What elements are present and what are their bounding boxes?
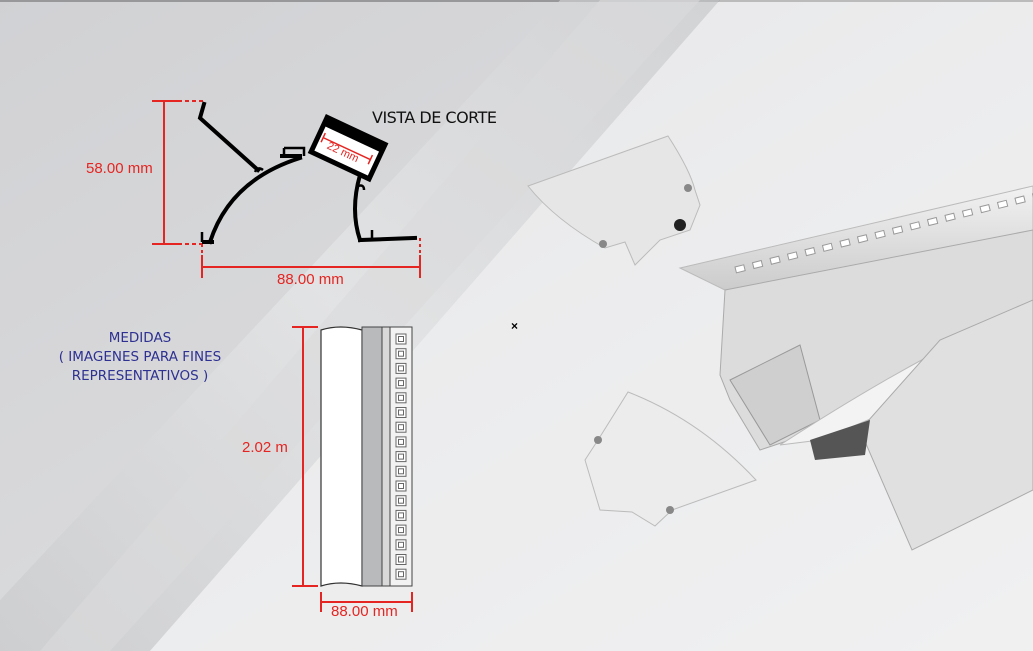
led-chip-core xyxy=(398,438,404,445)
note-line-1: MEDIDAS xyxy=(108,330,172,346)
led-chip-core xyxy=(398,453,404,460)
front-width-dimension-label: 88.00 mm xyxy=(331,603,398,620)
led-slot xyxy=(961,208,974,218)
profile-section xyxy=(197,101,418,245)
end-cap-bottom xyxy=(584,391,757,527)
measurements-note: MEDIDAS ( IMAGENES PARA FINES REPRESENTA… xyxy=(40,329,240,386)
led-slot xyxy=(891,225,904,235)
height-dimension-label: 58.00 mm xyxy=(86,160,153,177)
width-dimension-line xyxy=(201,238,421,278)
led-chip-core xyxy=(398,336,404,342)
led-chip-core xyxy=(398,571,404,578)
width-dimension-label: 88.00 mm xyxy=(277,271,344,288)
profile-front-body xyxy=(320,326,413,587)
led-slot xyxy=(979,204,991,214)
led-slot xyxy=(821,242,834,252)
led-chip-core xyxy=(398,541,404,548)
led-chip-core xyxy=(398,394,404,401)
led-slots-render xyxy=(734,191,1033,274)
profile-clips xyxy=(200,146,374,242)
led-chip-core xyxy=(398,468,404,475)
led-slot xyxy=(786,251,799,261)
led-slot xyxy=(856,234,869,244)
led-chip-core xyxy=(398,409,404,416)
led-slot xyxy=(909,221,921,231)
note-line-2: ( IMAGENES PARA FINES xyxy=(58,349,222,365)
led-slot xyxy=(926,216,939,227)
led-chip-core xyxy=(398,380,404,387)
height-dimension-line xyxy=(152,100,205,245)
led-chip-core xyxy=(398,556,404,563)
led-chip-core xyxy=(398,497,404,504)
led-slot xyxy=(839,238,851,248)
led-slot xyxy=(874,229,886,240)
led-chip-core xyxy=(398,424,404,431)
end-cap-top xyxy=(527,135,701,266)
led-strip-front xyxy=(395,333,407,580)
close-icon[interactable]: × xyxy=(511,319,519,333)
led-slot xyxy=(944,212,956,222)
led-chip-core xyxy=(398,365,404,372)
section-view-title: VISTA DE CORTE xyxy=(372,108,497,127)
led-chip-core xyxy=(398,512,404,519)
length-dimension-line xyxy=(292,326,318,587)
front-width-dimension-line xyxy=(320,592,413,612)
led-slot xyxy=(769,255,781,265)
led-slot xyxy=(996,199,1009,209)
diffuser-housing xyxy=(307,114,389,183)
led-slot xyxy=(804,247,816,257)
led-slot xyxy=(1014,195,1026,205)
led-chip-core xyxy=(398,350,404,357)
led-slot xyxy=(751,259,764,270)
note-line-3: REPRESENTATIVOS ) xyxy=(71,368,209,384)
led-chip-core xyxy=(398,483,404,489)
length-dimension-label: 2.02 m xyxy=(242,439,288,456)
led-chip-core xyxy=(398,527,404,534)
led-slot xyxy=(734,264,746,274)
aluminum-profile xyxy=(678,185,1033,551)
